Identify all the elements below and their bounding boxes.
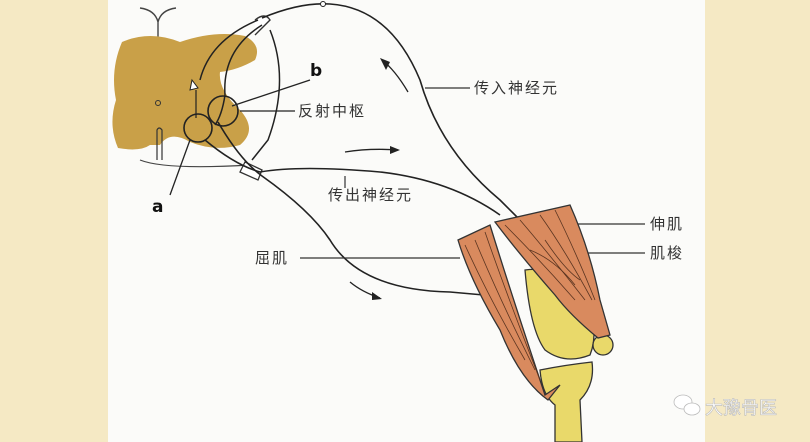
label-flexor: 屈肌 [255, 249, 289, 267]
label-extensor: 伸肌 [650, 215, 684, 233]
extensor-muscle [493, 204, 611, 339]
spinal-gray-matter [112, 34, 258, 150]
label-efferent-neuron: 传出神经元 [328, 186, 413, 204]
patella [592, 334, 614, 356]
label-a: a [152, 197, 163, 217]
muscle-fiber-texture [464, 209, 596, 381]
central-canal [155, 100, 161, 106]
wechat-icon [673, 394, 701, 416]
motor-neuron-a [183, 113, 213, 143]
interneuron-b [207, 95, 239, 127]
tibia [539, 361, 594, 442]
label-muscle-spindle: 肌梭 [650, 244, 684, 262]
flexor-muscle [457, 224, 561, 401]
label-afferent-neuron: 传入神经元 [474, 79, 559, 97]
efferent-neuron-fiber [204, 139, 501, 216]
dorsal-root [254, 15, 271, 36]
left-background-panel [0, 0, 108, 442]
label-reflex-center: 反射中枢 [298, 102, 366, 120]
spinal-cord-outline [139, 7, 177, 80]
spinal-fissure [156, 127, 163, 160]
afferent-neuron-fiber [261, 2, 526, 226]
right-background-panel [705, 0, 810, 442]
label-b: b [310, 61, 322, 81]
watermark-text: 大豫骨医 [705, 398, 777, 419]
